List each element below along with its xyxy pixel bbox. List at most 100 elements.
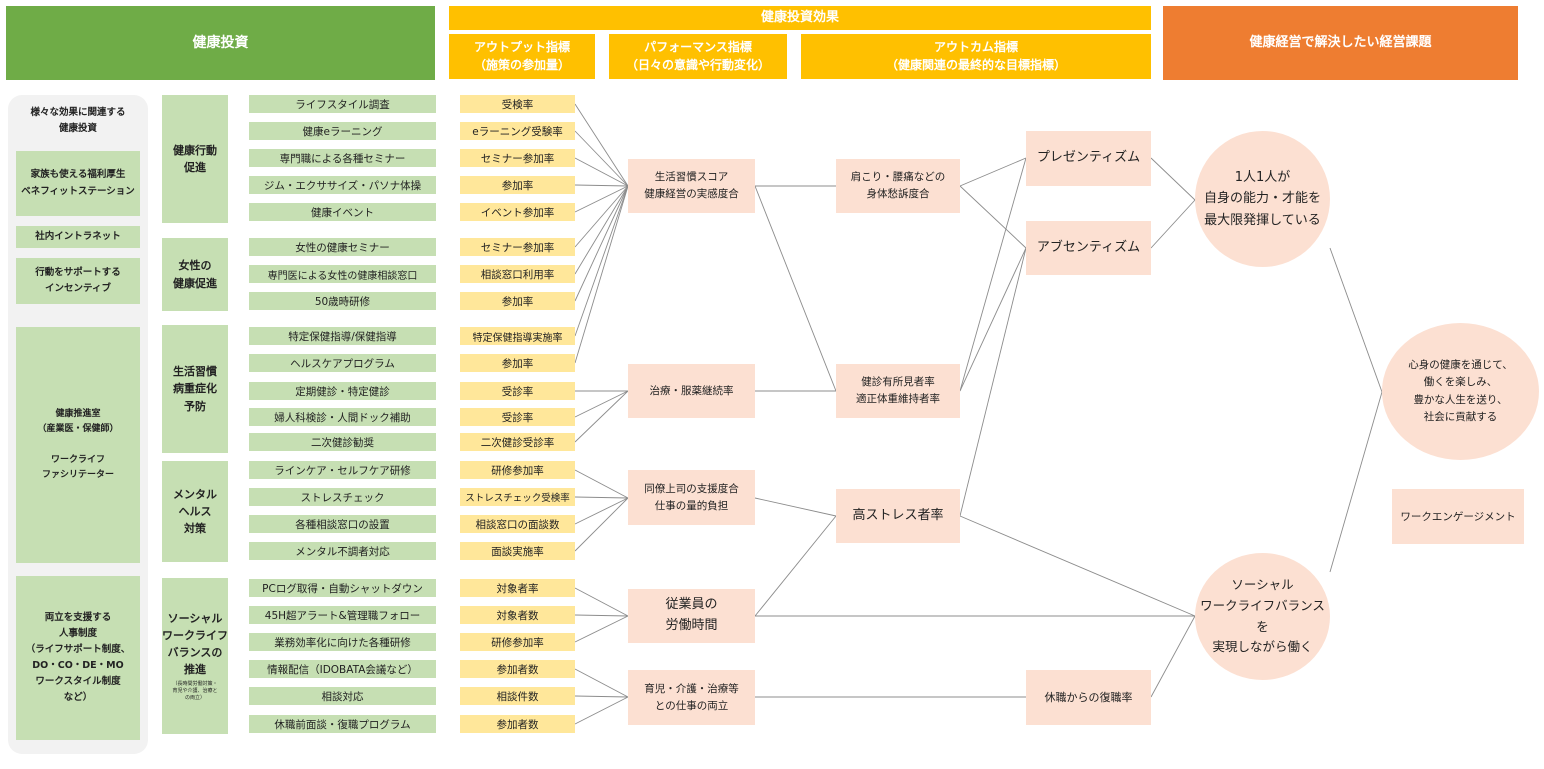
connector-line [959, 157, 1027, 187]
measure-item: 女性の健康セミナー [249, 238, 436, 256]
connector-line [574, 157, 629, 187]
output-item: 相談窓口の面談数 [460, 515, 575, 533]
measure-item: 各種相談窓口の設置 [249, 515, 436, 533]
connector-line [959, 515, 1196, 617]
output-item: 対象者率 [460, 579, 575, 597]
header-outcome-indicator: アウトカム指標 （健康関連の最終的な目標指標） [801, 34, 1151, 79]
measure-item: 二次健診勧奨 [249, 433, 436, 451]
connector-line [1150, 199, 1196, 249]
goal-work-engagement: ワークエンゲージメント [1392, 489, 1524, 544]
goal-wellbeing-contribution: 心身の健康を通じて、 働くを楽しみ、 豊かな人生を送り、 社会に貢献する [1382, 323, 1539, 460]
connector-line [574, 496, 629, 499]
connector-line [574, 390, 629, 418]
header-management-issues: 健康経営で解決したい経営課題 [1163, 6, 1518, 80]
benefit-station-box: 家族も使える福利厚生 ベネフィットステーション [16, 151, 140, 216]
category-label: 健康行動 促進 [173, 143, 217, 174]
connector-line [574, 587, 629, 617]
connector-line [574, 130, 629, 187]
output-item: 二次健診受診率 [460, 433, 575, 451]
output-item: ストレスチェック受検率 [460, 488, 575, 506]
connector-line [754, 497, 837, 517]
outcome-checkup-findings: 健診有所見者率 適正体重維持者率 [836, 364, 960, 418]
connector-line [574, 185, 629, 213]
category-social-wlb: ソーシャル ワークライフ バランスの 推進 （長時間労働対策・ 育児や介護、治療… [162, 578, 228, 734]
connector-line [574, 184, 629, 187]
outcome-physical-complaints: 肩こり・腰痛などの 身体愁訴度合 [836, 159, 960, 213]
performance-work-balance: 育児・介護・治療等 との仕事の両立 [628, 670, 755, 725]
measure-item: 休職前面談・復職プログラム [249, 715, 436, 733]
measure-item: ストレスチェック [249, 488, 436, 506]
connector-line [754, 515, 837, 617]
hr-support-system-box: 両立を支援する 人事制度 （ライフサポート制度、 DO・CO・DE・MO ワーク… [16, 576, 140, 740]
output-item: 相談窓口利用率 [460, 265, 575, 283]
connector-line [574, 497, 629, 552]
output-item: 受検率 [460, 95, 575, 113]
connector-line [754, 185, 837, 392]
category-health-behavior: 健康行動 促進 [162, 95, 228, 223]
output-item: セミナー参加率 [460, 238, 575, 256]
measure-item: ラインケア・セルフケア研修 [249, 461, 436, 479]
connector-line [1150, 615, 1196, 698]
output-item: 研修参加率 [460, 633, 575, 651]
measure-item: PCログ取得・自動シャットダウン [249, 579, 436, 597]
outcome-presenteeism: プレゼンティズム [1026, 131, 1151, 186]
header-performance-indicator: パフォーマンス指標 （日々の意識や行動変化） [609, 34, 787, 79]
outcome-absenteeism: アブセンティズム [1026, 221, 1151, 275]
category-note: （長時間労働対策・ 育児や介護、治療と の両立） [172, 681, 218, 701]
output-item: 受診率 [460, 382, 575, 400]
measure-item: 専門職による各種セミナー [249, 149, 436, 167]
connector-line [574, 390, 629, 443]
header-output-indicator: アウトプット指標 （施策の参加量） [449, 34, 595, 79]
measure-item: 婦人科検診・人間ドック補助 [249, 408, 436, 426]
connector-line [574, 185, 629, 248]
measure-item: 情報配信（IDOBATA会議など） [249, 660, 436, 678]
panel-title: 様々な効果に関連する 健康投資 [30, 106, 126, 134]
performance-lifestyle-score: 生活習慣スコア 健康経営の実感度合 [628, 159, 755, 213]
goal-social-work-life-balance: ソーシャル ワークライフバランスを 実現しながら働く [1195, 553, 1330, 680]
connector-line [574, 695, 629, 698]
output-item: 特定保健指導実施率 [460, 327, 575, 345]
measure-item: メンタル不調者対応 [249, 542, 436, 560]
category-label: ソーシャル ワークライフ バランスの 推進 [162, 612, 228, 677]
connector-line [574, 185, 629, 275]
output-item: 参加者数 [460, 715, 575, 733]
header-health-investment: 健康投資 [6, 6, 435, 80]
measure-item: 50歳時研修 [249, 292, 436, 310]
category-label: メンタル ヘルス 対策 [173, 487, 217, 536]
performance-working-hours: 従業員の 労働時間 [628, 589, 755, 643]
performance-treatment-continuation: 治療・服薬継続率 [628, 364, 755, 418]
intranet-box: 社内イントラネット [16, 226, 140, 248]
output-item: 相談件数 [460, 687, 575, 705]
goal-individual-potential: 1人1人が 自身の能力・才能を 最大限発揮している [1195, 131, 1330, 267]
connector-line [574, 185, 629, 337]
connector-line [1329, 247, 1383, 393]
connector-line [959, 185, 1027, 249]
connector-line [959, 157, 1027, 392]
connector-line [574, 185, 629, 364]
connector-line [574, 615, 629, 643]
measure-item: 相談対応 [249, 687, 436, 705]
output-item: 参加者数 [460, 660, 575, 678]
measure-item: 専門医による女性の健康相談窓口 [249, 265, 436, 283]
output-item: イベント参加率 [460, 203, 575, 221]
measure-item: ライフスタイル調査 [249, 95, 436, 113]
measure-item: ジム・エクササイズ・パソナ体操 [249, 176, 436, 194]
output-item: セミナー参加率 [460, 149, 575, 167]
connector-line [574, 497, 629, 525]
incentive-box: 行動をサポートする インセンティブ [16, 258, 140, 304]
connector-line [574, 696, 629, 725]
category-label: 生活習慣 病重症化 予防 [173, 365, 217, 413]
measure-item: 業務効率化に向けた各種研修 [249, 633, 436, 651]
performance-support-workload: 同僚上司の支援度合 仕事の量的負担 [628, 470, 755, 525]
connector-line [574, 614, 629, 617]
health-promotion-office-box: 健康推進室 （産業医・保健師） ワークライフ ファシリテーター [16, 327, 140, 563]
connector-line [574, 469, 629, 499]
category-mental-health: メンタル ヘルス 対策 [162, 461, 228, 562]
output-item: 対象者数 [460, 606, 575, 624]
output-item: 研修参加率 [460, 461, 575, 479]
output-item: 面談実施率 [460, 542, 575, 560]
category-label: 女性の 健康促進 [173, 259, 217, 290]
connector-line [1150, 157, 1196, 201]
measure-item: 45H超アラート&管理職フォロー [249, 606, 436, 624]
connector-line [574, 103, 629, 187]
